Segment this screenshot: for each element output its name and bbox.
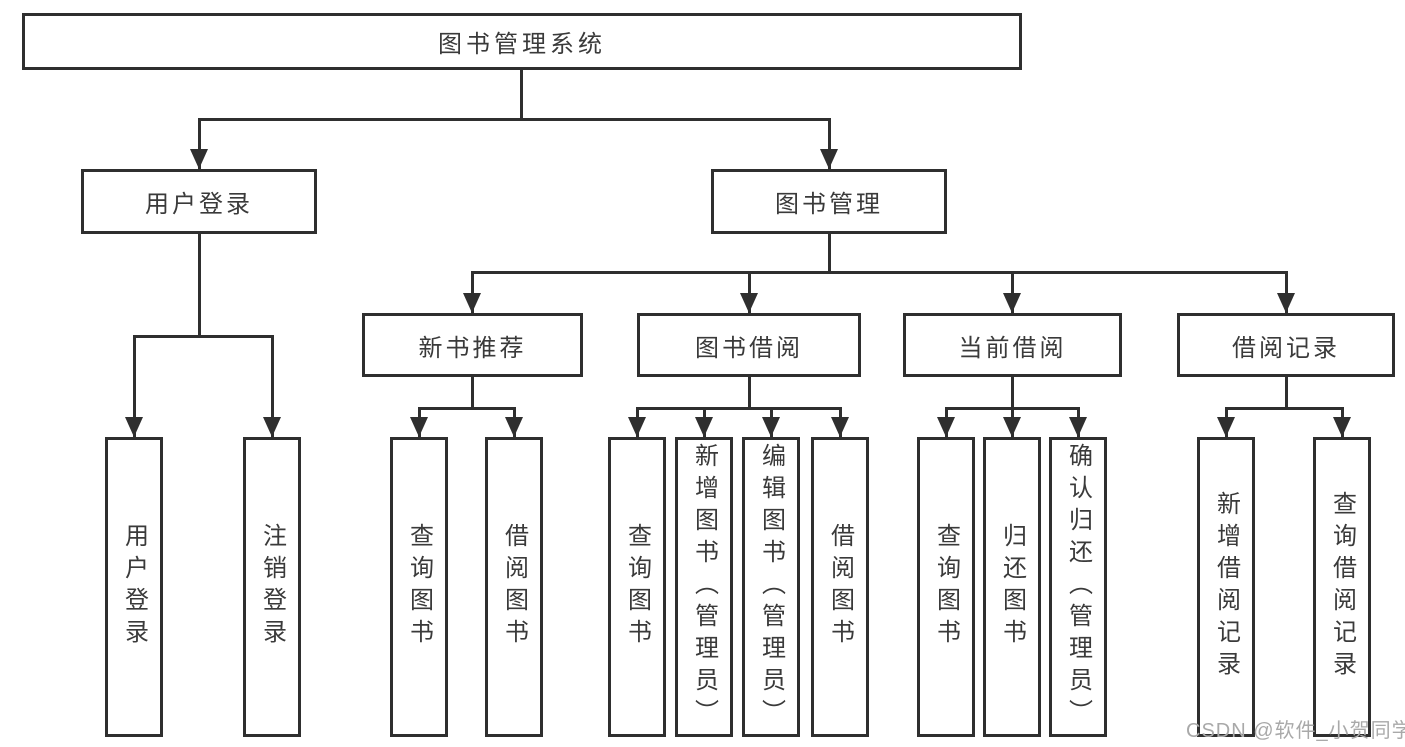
arrow-down-icon bbox=[1217, 417, 1235, 437]
arrow-down-icon bbox=[263, 417, 281, 437]
arrow-down-icon bbox=[762, 417, 780, 437]
arrow-down-icon bbox=[695, 417, 713, 437]
connector-new-book-bus bbox=[418, 407, 516, 410]
node-book-borrowing: 图书借阅 bbox=[637, 313, 861, 377]
node-new-book-recommend: 新书推荐 bbox=[362, 313, 583, 377]
leaf-query-books-recommend: 查询图书 bbox=[390, 437, 448, 737]
node-user-login: 用户登录 bbox=[81, 169, 317, 234]
connector-borrow-record-bus bbox=[1225, 407, 1344, 410]
node-root-system: 图书管理系统 bbox=[22, 13, 1022, 70]
node-book-management: 图书管理 bbox=[711, 169, 947, 234]
connector-new-book-stem bbox=[471, 377, 474, 410]
connector-drop-login-leaf bbox=[133, 335, 136, 437]
arrow-down-icon bbox=[463, 293, 481, 313]
arrow-down-icon bbox=[628, 417, 646, 437]
connector-drop-book-borrow bbox=[748, 271, 751, 313]
connector-drop-borrow-record bbox=[1285, 271, 1288, 313]
connector-drop-book-mgmt bbox=[828, 118, 831, 169]
connector-level3-bus bbox=[471, 271, 1288, 274]
connector-current-borrow-stem bbox=[1011, 377, 1014, 410]
arrow-down-icon bbox=[1003, 293, 1021, 313]
leaf-borrow-books: 借阅图书 bbox=[811, 437, 869, 737]
connector-user-login-stem bbox=[198, 234, 201, 338]
connector-book-mgmt-stem bbox=[828, 233, 831, 274]
connector-book-borrow-bus bbox=[636, 407, 842, 410]
leaf-query-borrow-record: 查询借阅记录 bbox=[1313, 437, 1371, 737]
leaf-add-books-admin: 新增图书（管理员） bbox=[675, 437, 733, 737]
arrow-down-icon bbox=[820, 149, 838, 169]
connector-user-login-bus bbox=[133, 335, 274, 338]
connector-drop-current-borrow bbox=[1011, 271, 1014, 313]
leaf-user-login: 用户登录 bbox=[105, 437, 163, 737]
connector-drop-user-login bbox=[198, 118, 201, 169]
node-current-borrowing: 当前借阅 bbox=[903, 313, 1122, 377]
leaf-edit-books-admin: 编辑图书（管理员） bbox=[742, 437, 800, 737]
connector-book-borrow-stem bbox=[748, 377, 751, 410]
leaf-query-books-borrowing: 查询图书 bbox=[608, 437, 666, 737]
arrow-down-icon bbox=[1069, 417, 1087, 437]
connector-level2-bus bbox=[198, 118, 831, 121]
connector-borrow-record-stem bbox=[1285, 377, 1288, 410]
connector-drop-logout-leaf bbox=[271, 335, 274, 437]
arrow-down-icon bbox=[1277, 293, 1295, 313]
leaf-borrow-books-recommend: 借阅图书 bbox=[485, 437, 543, 737]
arrow-down-icon bbox=[831, 417, 849, 437]
leaf-return-books: 归还图书 bbox=[983, 437, 1041, 737]
leaf-add-borrow-record: 新增借阅记录 bbox=[1197, 437, 1255, 737]
csdn-watermark: CSDN @软件_小贺同学 bbox=[1186, 720, 1405, 742]
arrow-down-icon bbox=[125, 417, 143, 437]
arrow-down-icon bbox=[410, 417, 428, 437]
arrow-down-icon bbox=[190, 149, 208, 169]
arrow-down-icon bbox=[740, 293, 758, 313]
leaf-logout: 注销登录 bbox=[243, 437, 301, 737]
connector-drop-new-book bbox=[471, 271, 474, 313]
arrow-down-icon bbox=[1003, 417, 1021, 437]
arrow-down-icon bbox=[505, 417, 523, 437]
leaf-query-books-current: 查询图书 bbox=[917, 437, 975, 737]
node-borrowing-records: 借阅记录 bbox=[1177, 313, 1395, 377]
connector-root-stem bbox=[520, 70, 523, 121]
leaf-confirm-return-admin: 确认归还（管理员） bbox=[1049, 437, 1107, 737]
arrow-down-icon bbox=[1333, 417, 1351, 437]
arrow-down-icon bbox=[937, 417, 955, 437]
